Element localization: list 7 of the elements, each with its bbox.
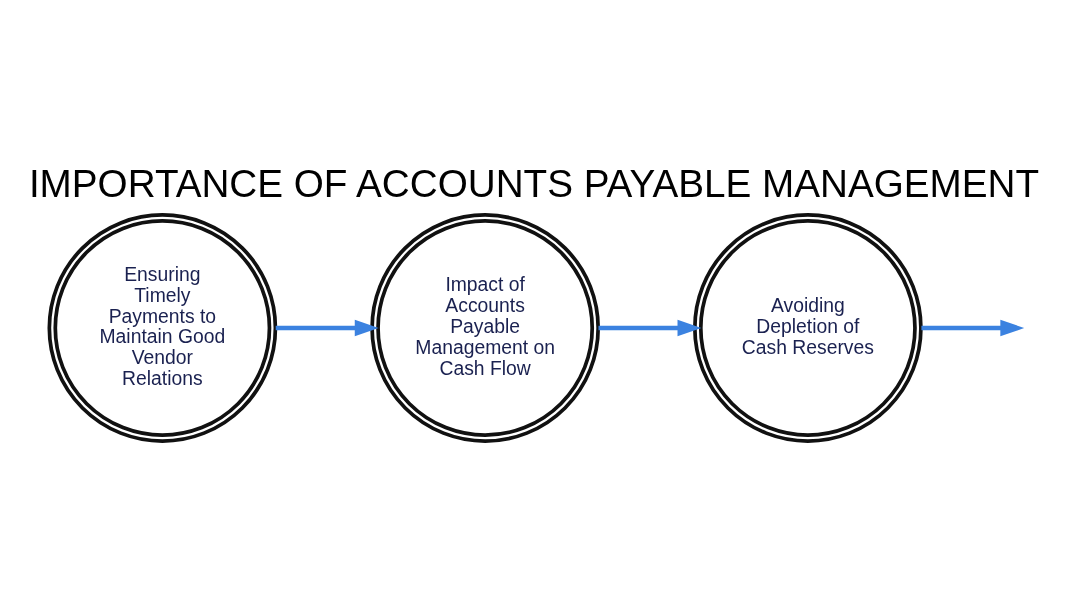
arrow — [275, 319, 379, 337]
diagram-title: IMPORTANCE OF ACCOUNTS PAYABLE MANAGEMENT — [28, 161, 1040, 205]
arrow — [921, 319, 1025, 337]
node-circle: Impact of Accounts Payable Management on Cash Flow — [370, 213, 600, 443]
node-circle: Avoiding Depletion of Cash Reserves — [693, 213, 923, 443]
arrow — [598, 319, 702, 337]
node-circle: Ensuring Timely Payments to Maintain Good Vendor Relations — [47, 213, 278, 443]
